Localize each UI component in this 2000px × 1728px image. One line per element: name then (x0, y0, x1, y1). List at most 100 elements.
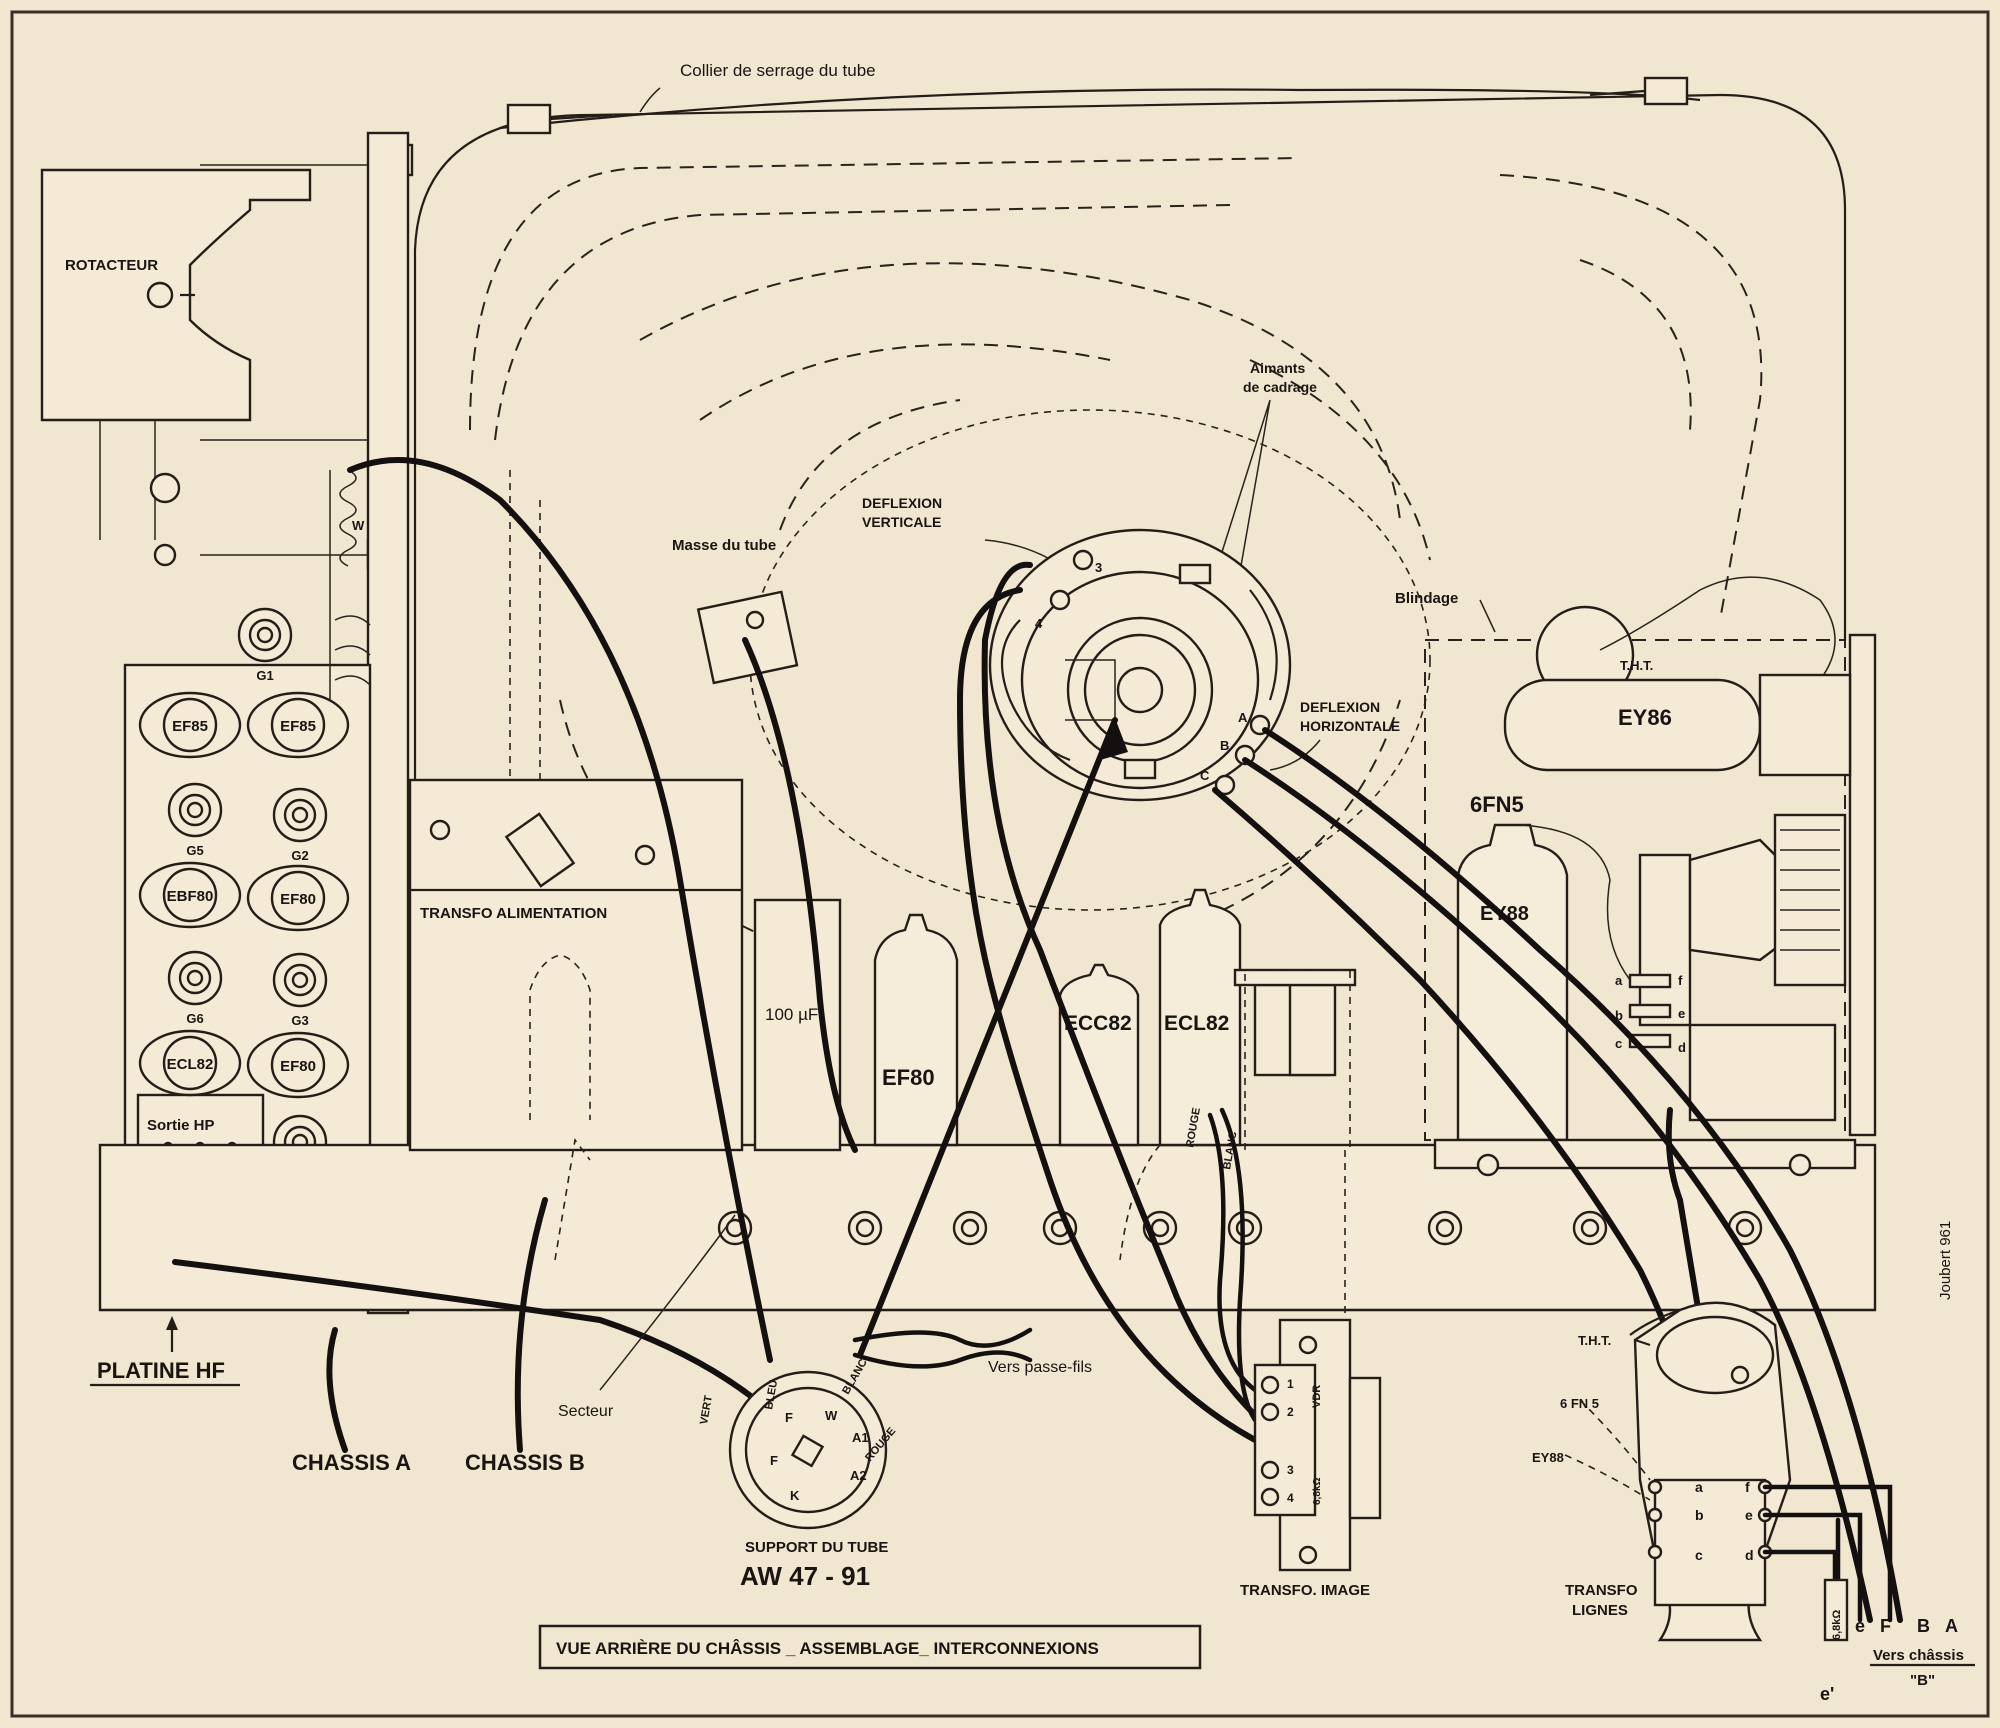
hf-tube-g2: G2 (272, 787, 328, 863)
label-chassis-a: CHASSIS A (292, 1450, 411, 1475)
tube-ef80 (873, 913, 959, 1147)
hf-tube-g1: G1 (237, 607, 293, 683)
cap-100uf (753, 898, 842, 1152)
tl-pin-c: c (1695, 1547, 1703, 1563)
tube-clamp: Collier de serrage du tube (499, 61, 1701, 135)
hf-tube-ecl82: ECL82 (138, 1029, 242, 1097)
label-tht-top: T.H.T. (1620, 658, 1653, 673)
vc-letter-f: F (1880, 1616, 1891, 1636)
label-transfo-lignes-2: LIGNES (1572, 1602, 1628, 1619)
tube-ecl82 (1158, 888, 1242, 1147)
arrow-platine (166, 1316, 178, 1330)
caption-box: VUE ARRIÈRE DU CHÂSSIS _ ASSEMBLAGE_ INT… (538, 1624, 1202, 1670)
label-aimants-1: Aimants (1250, 360, 1305, 376)
transfo-lignes: T.H.T. 6 FN 5 EY88 a b c f e d TRANSFO L… (1532, 1301, 1975, 1704)
label-secteur: Secteur (558, 1403, 614, 1420)
tl-pin-b: b (1695, 1507, 1704, 1523)
ey88-pin-b: b (1615, 1008, 1623, 1023)
label-masse-tube: Masse du tube (672, 537, 776, 554)
socket-pin-k: K (790, 1488, 800, 1503)
label-6fn5-bottom: 6 FN 5 (1560, 1396, 1599, 1411)
hf-tube-ebf80: EBF80 (138, 861, 242, 929)
hf-tube-label: EF85 (280, 718, 316, 735)
pin-label-c: C (1200, 768, 1210, 783)
hf-tube-label: G5 (186, 843, 203, 858)
chassis-hole (847, 1210, 883, 1246)
hf-tube-label: EF85 (172, 718, 208, 735)
socket-pin-f2: F (770, 1453, 778, 1468)
label-chassis-b: CHASSIS B (465, 1450, 585, 1475)
label-w: W (352, 518, 365, 533)
tube-ecc82 (1058, 963, 1140, 1147)
label-ey88-bottom: EY88 (1532, 1450, 1564, 1465)
vc-letter-e: e (1855, 1616, 1865, 1636)
label-transfo-lignes-1: TRANSFO (1565, 1582, 1638, 1599)
hf-vertical-plate (366, 131, 410, 1315)
label-e-prime: e' (1820, 1684, 1834, 1704)
label-aimants-2: de cadrage (1243, 379, 1317, 395)
label-vers-chassis: Vers châssis (1873, 1647, 1964, 1664)
label-ecl82-big: ECL82 (1164, 1012, 1229, 1035)
label-vdr: VDR (1311, 1385, 1323, 1408)
hf-tube-label: ECL82 (167, 1056, 214, 1073)
hf-tube-ef80a: EF80 (246, 864, 350, 932)
caption-title: VUE ARRIÈRE DU CHÂSSIS _ ASSEMBLAGE_ INT… (556, 1639, 1099, 1658)
ti-pin-2: 2 (1287, 1405, 1294, 1419)
ti-pin-3: 3 (1287, 1463, 1294, 1477)
ey88-pin-f: f (1678, 973, 1683, 988)
chassis-hole (952, 1210, 988, 1246)
masse-du-tube: Masse du tube (672, 537, 799, 685)
label-platine-hf: PLATINE HF (97, 1358, 225, 1383)
ey88-pin-a: a (1615, 973, 1623, 988)
deflexion-yoke: DEFLEXION VERTICALE Aimants de cadrage 3… (862, 360, 1400, 802)
label-rotacteur: ROTACTEUR (65, 257, 158, 274)
rotacteur: ROTACTEUR (40, 143, 414, 570)
hf-tube-label: G3 (291, 1013, 308, 1028)
label-ecc82: ECC82 (1064, 1012, 1132, 1035)
ti-pin-1: 1 (1287, 1377, 1294, 1391)
tl-pin-a: a (1695, 1479, 1703, 1495)
pin-label-4: 4 (1035, 616, 1043, 631)
tl-pin-f: f (1745, 1479, 1750, 1495)
ey88-pin-c: c (1615, 1036, 1622, 1051)
wire-vert: VERT (698, 1394, 715, 1425)
hf-tube-label: G6 (186, 1011, 203, 1026)
label-r-68k-image: 6,8kΩ (1312, 1478, 1323, 1505)
label-ef80-big: EF80 (882, 1065, 935, 1090)
crt-tube-outline (413, 93, 1847, 1150)
pin-label-3: 3 (1095, 560, 1102, 575)
chassis-hole (1572, 1210, 1608, 1246)
ey88-pin-d: d (1678, 1040, 1686, 1055)
hf-tube-ef85a: EF85 (138, 691, 242, 759)
hf-tube-g6: G6 (167, 950, 223, 1026)
pin-label-a: A (1238, 710, 1248, 725)
label-transfo-image: TRANSFO. IMAGE (1240, 1582, 1370, 1599)
label-deflexion-h-1: DEFLEXION (1300, 699, 1380, 715)
hf-tube-sockets: G1EF85EF85G5G2EBF80EF80G6G3ECL82EF80G4EL… (138, 607, 350, 1273)
ey88-pin-e: e (1678, 1006, 1685, 1021)
label-blindage: Blindage (1395, 590, 1458, 607)
label-sortie-hp: Sortie HP (147, 1117, 215, 1134)
hf-tube-label: G1 (256, 668, 273, 683)
tube-ey88 (1456, 823, 1569, 1142)
signature: Joubert 961 (1937, 1221, 1954, 1300)
label-deflexion-v-1: DEFLEXION (862, 495, 942, 511)
label-deflexion-v-2: VERTICALE (862, 514, 941, 530)
transfo-image: 1 2 3 4 VDR 6,8kΩ ROUGE BLANC TRANSFO. I… (1184, 1107, 1382, 1599)
interconnect-wires (172, 457, 1903, 1623)
blindage-section: Blindage EY86 T.H.T. 6FN5 EY88 a b c f e… (1395, 576, 1877, 1177)
label-100uf: 100 µF (765, 1005, 818, 1024)
tl-pin-d: d (1745, 1547, 1754, 1563)
label-6fn5-top: 6FN5 (1470, 792, 1524, 817)
hf-tube-label: EBF80 (167, 888, 214, 905)
chassis-hole (1227, 1210, 1263, 1246)
chassis-hole (1427, 1210, 1463, 1246)
label-transfo-alim: TRANSFO ALIMENTATION (420, 905, 607, 922)
hf-tube-ef80b: EF80 (246, 1031, 350, 1099)
socket-pin-a2: A2 (850, 1468, 867, 1483)
hf-tube-g3: G3 (272, 952, 328, 1028)
vc-letter-b: B (1917, 1616, 1930, 1636)
page-border (10, 10, 1990, 1718)
